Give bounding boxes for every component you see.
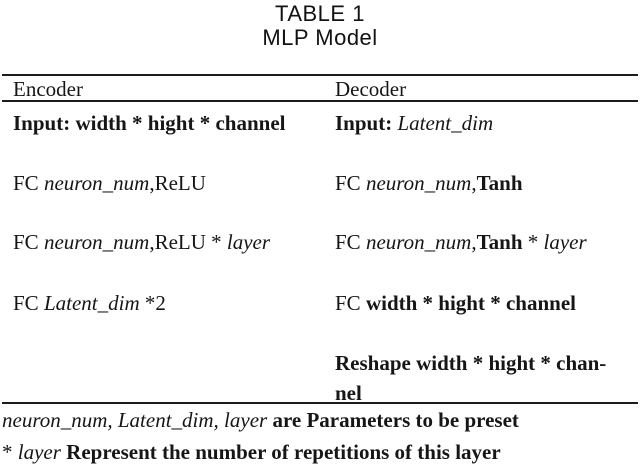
- table-caption-title: MLP Model: [262, 25, 378, 50]
- column-header-encoder: Encoder: [13, 77, 83, 101]
- text-segment: are Parameters to be preset: [267, 408, 519, 432]
- table-top-rule: [2, 74, 638, 76]
- text-segment: *: [522, 230, 544, 254]
- text-segment: FC: [13, 230, 44, 254]
- text-segment: neuron_num: [43, 230, 150, 254]
- encoder-cell-fc1: FC neuron_num,ReLU: [13, 168, 321, 198]
- text-segment: Latent_dim: [43, 291, 140, 315]
- table-caption: TABLE 1 MLP Model: [0, 2, 640, 50]
- text-segment: Represent the number of repetitions of t…: [60, 440, 501, 464]
- text-segment: neuron_num: [43, 171, 150, 195]
- decoder-cell-fc1: FC neuron_num,Tanh: [335, 168, 638, 198]
- text-segment: width * hight * channel: [365, 291, 576, 315]
- text-segment: *: [2, 440, 18, 464]
- text-segment: layer: [226, 230, 271, 254]
- text-segment: nel: [335, 381, 362, 405]
- footnote-parameters: neuron_num, Latent_dim, layer are Parame…: [2, 408, 636, 432]
- text-segment: FC: [13, 291, 44, 315]
- table-caption-number: TABLE 1: [275, 1, 365, 26]
- decoder-cell-reshape: Reshape width * hight * chan-nel: [335, 348, 638, 408]
- text-segment: ,: [471, 230, 477, 254]
- text-segment: ,: [471, 171, 477, 195]
- text-segment: ,ReLU: [149, 171, 206, 195]
- text-segment: neuron_num: [365, 171, 472, 195]
- text-segment: Latent_dim: [397, 111, 494, 135]
- text-segment: Input:: [335, 111, 398, 135]
- encoder-cell-input: Input: width * hight * channel: [13, 108, 321, 138]
- text-segment: *2: [139, 291, 166, 315]
- table-bottom-rule: [2, 402, 638, 404]
- text-segment: layer: [17, 440, 61, 464]
- table-header-rule: [2, 100, 638, 102]
- text-segment: FC: [335, 171, 366, 195]
- text-segment: FC: [335, 230, 366, 254]
- text-segment: FC: [13, 171, 44, 195]
- text-segment: Tanh: [476, 171, 523, 195]
- text-segment: layer: [543, 230, 587, 254]
- text-segment: neuron_num, Latent_dim, layer: [2, 408, 268, 432]
- decoder-cell-fc3: FC width * hight * channel: [335, 288, 638, 318]
- text-segment: Reshape width * hight * chan-: [335, 351, 607, 375]
- text-segment: Input: width * hight * channel: [13, 111, 286, 135]
- text-segment: Tanh: [476, 230, 523, 254]
- text-segment: ,ReLU *: [149, 230, 227, 254]
- decoder-cell-input: Input: Latent_dim: [335, 108, 638, 138]
- text-segment: FC: [335, 291, 366, 315]
- column-header-decoder: Decoder: [335, 77, 407, 101]
- decoder-cell-fc2: FC neuron_num,Tanh * layer: [335, 227, 638, 257]
- footnote-layer-note: * layer Represent the number of repetiti…: [2, 440, 636, 464]
- encoder-cell-fc2: FC neuron_num,ReLU * layer: [13, 227, 321, 257]
- text-segment: neuron_num: [365, 230, 472, 254]
- encoder-cell-fc3: FC Latent_dim *2: [13, 288, 321, 318]
